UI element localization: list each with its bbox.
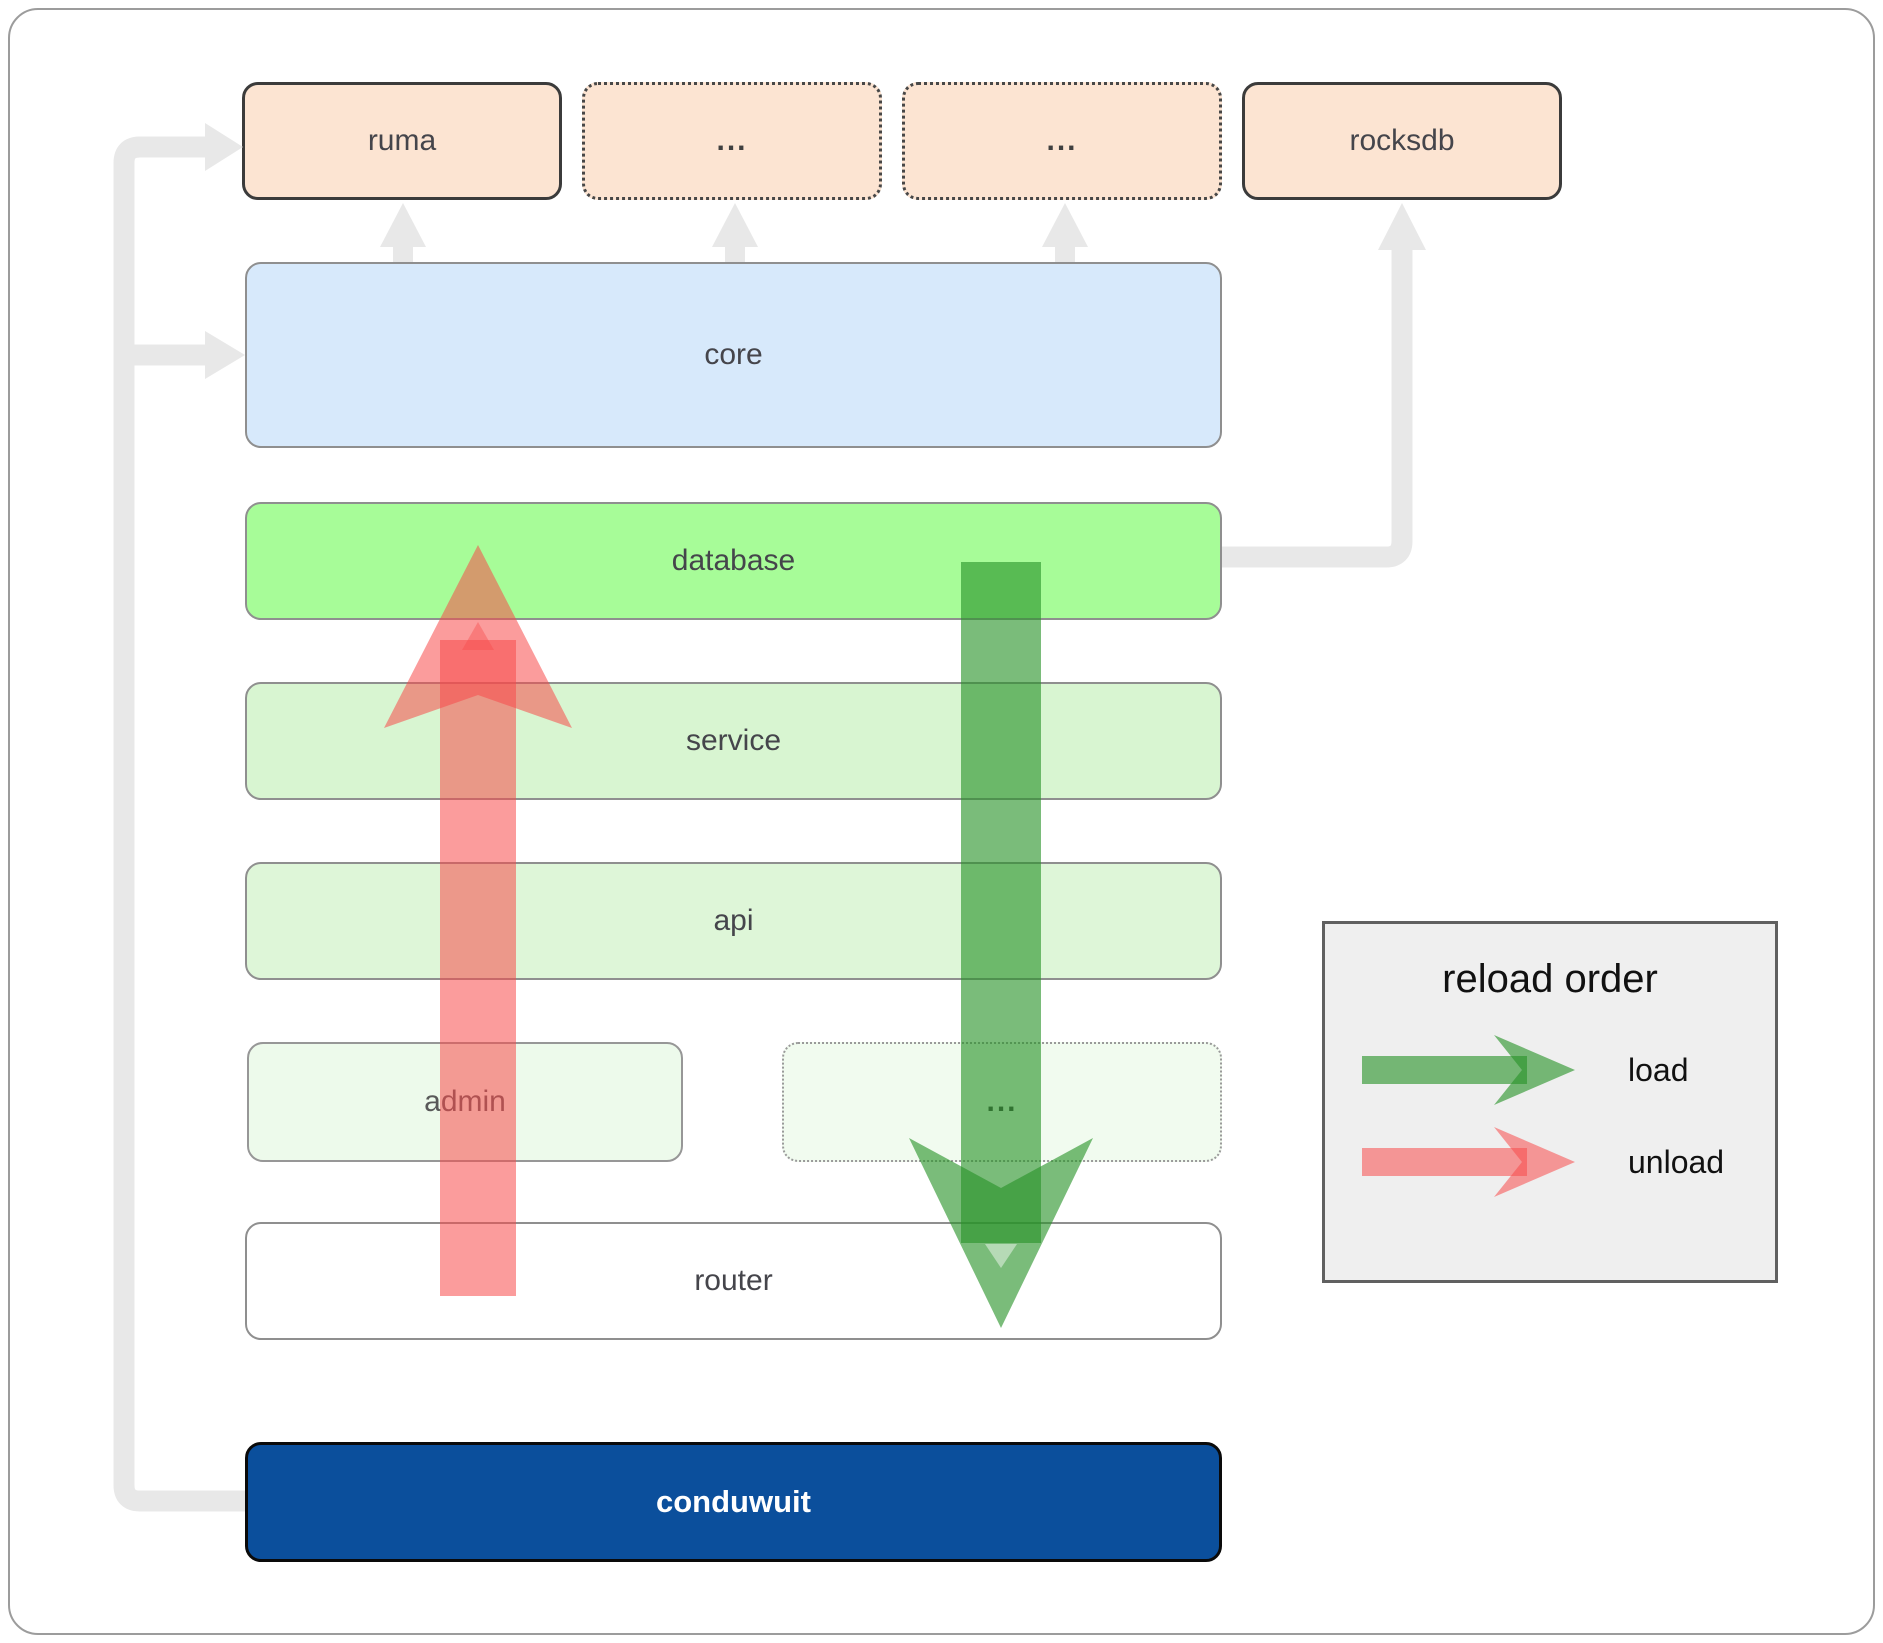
box-core: core	[245, 262, 1222, 448]
box-ellipsis-admin-row: ...	[782, 1042, 1222, 1162]
legend-unload-arrow-icon	[1362, 1127, 1575, 1197]
box-ellipsis-top-1-label: ...	[716, 124, 748, 157]
legend-unload-arrowhead-icon	[1494, 1127, 1575, 1197]
box-ellipsis-top-2-label: ...	[1046, 124, 1078, 157]
box-service-label: service	[685, 724, 782, 757]
box-ellipsis-admin-row-label: ...	[986, 1085, 1018, 1118]
legend-load-arrow-shaft	[1362, 1056, 1527, 1084]
box-conduwuit: conduwuit	[245, 1442, 1222, 1562]
box-database-label: database	[671, 544, 796, 577]
box-ruma-label: ruma	[367, 124, 437, 157]
box-ellipsis-top-1: ...	[582, 82, 882, 200]
legend-load-arrow-icon	[1362, 1035, 1575, 1105]
box-rocksdb-label: rocksdb	[1349, 124, 1455, 157]
legend-title: reload order	[1442, 957, 1658, 1001]
box-ruma: ruma	[242, 82, 562, 200]
box-admin-label: admin	[424, 1085, 506, 1118]
legend-load-arrowhead-icon	[1494, 1035, 1575, 1105]
box-api: api	[245, 862, 1222, 980]
legend-unload-arrow-shaft	[1362, 1148, 1527, 1176]
box-api-label: api	[713, 904, 754, 937]
box-core-label: core	[704, 338, 763, 371]
outer-frame	[8, 8, 1875, 1635]
box-router-label: router	[694, 1264, 773, 1297]
box-ellipsis-top-2: ...	[902, 82, 1222, 200]
box-router: router	[245, 1222, 1222, 1340]
legend-unload-label: unload	[1628, 1144, 1725, 1180]
box-rocksdb: rocksdb	[1242, 82, 1562, 200]
legend-load-label: load	[1628, 1052, 1689, 1088]
box-admin: admin	[247, 1042, 683, 1162]
reload-order-legend: reload order load unload	[1322, 921, 1778, 1283]
box-database: database	[245, 502, 1222, 620]
box-service: service	[245, 682, 1222, 800]
box-conduwuit-label: conduwuit	[656, 1484, 811, 1519]
